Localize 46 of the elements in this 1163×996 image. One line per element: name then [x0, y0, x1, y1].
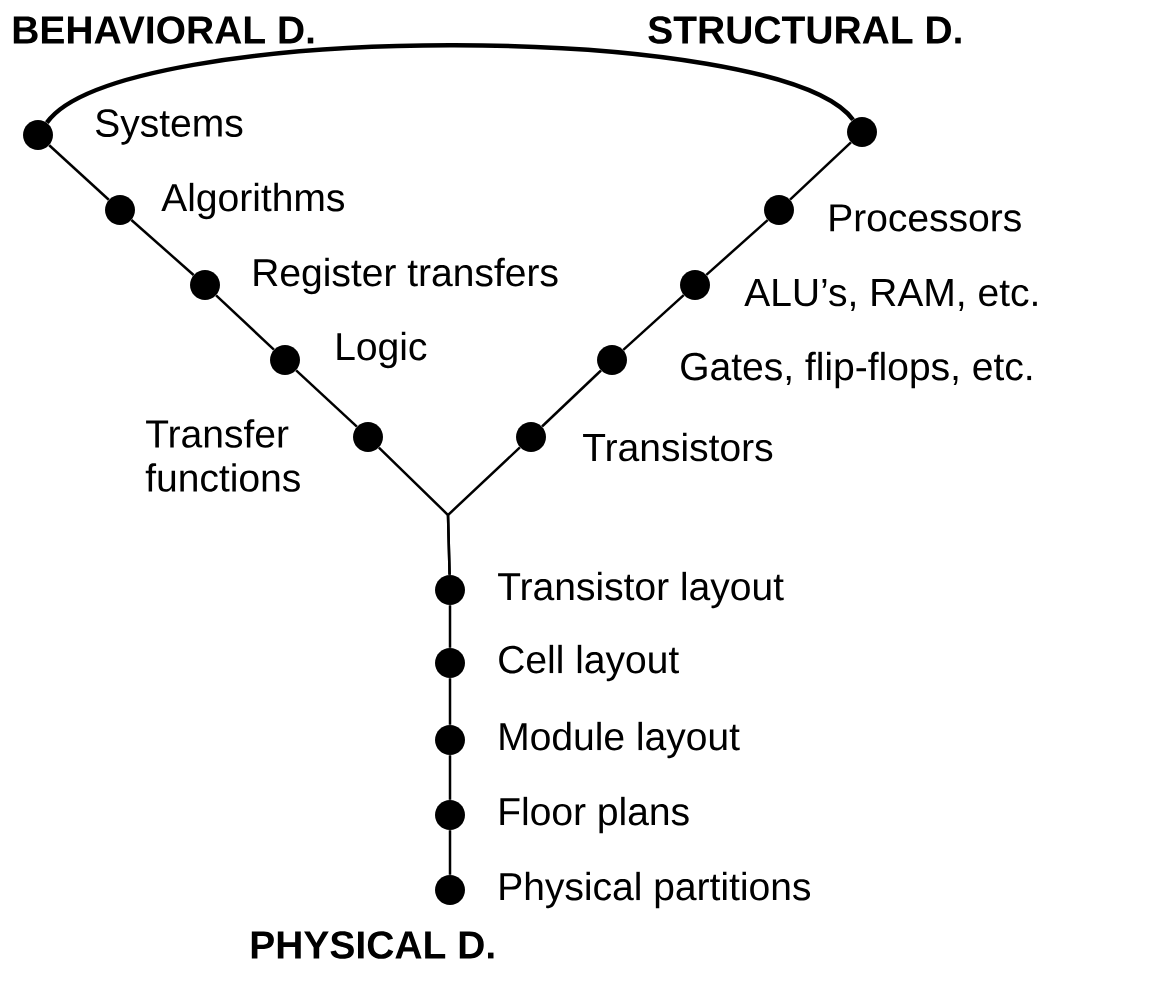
node-label: Transistor layout [498, 571, 784, 609]
node-label: Module layout [500, 721, 740, 759]
dot [435, 725, 465, 755]
dot [435, 875, 465, 905]
line [541, 369, 602, 428]
node-label: Cell layout [499, 644, 679, 682]
node-label: Physical partitions [500, 871, 810, 909]
arc [45, 43, 855, 125]
dot [270, 345, 300, 375]
node-label: Register transfers [254, 257, 558, 295]
line [789, 141, 852, 201]
dot [847, 117, 877, 147]
dot [435, 575, 465, 605]
line [446, 446, 521, 575]
dot [353, 422, 383, 452]
line [622, 294, 685, 351]
dot [764, 195, 794, 225]
dot [190, 270, 220, 300]
node-label: Systems [96, 109, 243, 145]
dot [597, 345, 627, 375]
line [448, 678, 452, 725]
node-label: Algorithms [161, 182, 344, 220]
dot [105, 195, 135, 225]
line [448, 755, 452, 800]
line [215, 294, 275, 351]
node-label: Processors [830, 204, 1021, 232]
node-label: Gates, flip-flops, etc. [681, 351, 1032, 389]
node-label: Transfer functions [145, 419, 300, 492]
dot [435, 648, 465, 678]
node-label: ALU’s, RAM, etc. [744, 279, 1037, 311]
dot [516, 422, 546, 452]
dot [680, 270, 710, 300]
node-label: Logic [337, 331, 427, 369]
line [295, 369, 358, 428]
line [448, 605, 452, 648]
axis-heading: BEHAVIORAL D. [13, 16, 314, 44]
axis-heading: STRUCTURAL D. [648, 16, 961, 44]
node-label: Floor plans [500, 796, 689, 834]
axis-heading: PHYSICAL D. [251, 931, 494, 959]
dot [23, 120, 53, 150]
line [705, 219, 769, 276]
node-label: Transistors [583, 432, 773, 462]
line [448, 830, 452, 875]
line [130, 219, 195, 276]
dot [435, 800, 465, 830]
line [48, 144, 110, 201]
